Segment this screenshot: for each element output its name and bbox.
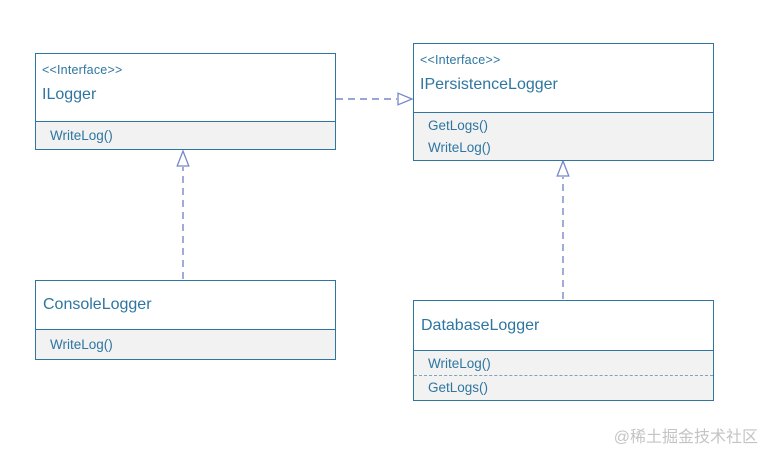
method-label: GetLogs() [414, 375, 713, 399]
class-name: DatabaseLogger [421, 316, 540, 334]
methods-compartment: WriteLog() GetLogs() [414, 350, 713, 400]
stereotype-label: <<Interface>> [42, 63, 123, 77]
class-header: <<Interface>> ILogger [36, 54, 335, 121]
method-label: WriteLog() [428, 356, 491, 371]
class-name: ILogger [42, 86, 97, 103]
method-label: WriteLog() [50, 336, 113, 352]
class-name: IPersistenceLogger [420, 76, 558, 93]
class-header: ConsoleLogger [36, 281, 335, 329]
method-label: GetLogs() [428, 117, 489, 133]
class-box-ilogger[interactable]: <<Interface>> ILogger WriteLog() [35, 53, 336, 150]
class-header: DatabaseLogger [414, 301, 713, 350]
methods-compartment: WriteLog() [36, 329, 335, 359]
class-name: ConsoleLogger [43, 296, 152, 313]
arrow-consolelogger-to-ilogger [176, 149, 190, 279]
arrow-databaselogger-to-ipersistencelogger [556, 159, 570, 299]
watermark-text: @稀土掘金技术社区 [613, 429, 758, 446]
method-label: WriteLog() [50, 127, 113, 143]
method-label: WriteLog() [428, 139, 491, 155]
class-box-ipersistencelogger[interactable]: <<Interface>> IPersistenceLogger GetLogs… [413, 43, 714, 161]
methods-compartment: GetLogs() WriteLog() [414, 112, 713, 160]
methods-compartment: WriteLog() [36, 121, 335, 149]
arrow-ilogger-to-ipersistencelogger [336, 92, 414, 106]
class-box-consolelogger[interactable]: ConsoleLogger WriteLog() [35, 280, 336, 360]
class-box-databaselogger[interactable]: DatabaseLogger WriteLog() GetLogs() [413, 300, 714, 401]
stereotype-label: <<Interface>> [420, 53, 501, 67]
class-header: <<Interface>> IPersistenceLogger [414, 44, 713, 112]
